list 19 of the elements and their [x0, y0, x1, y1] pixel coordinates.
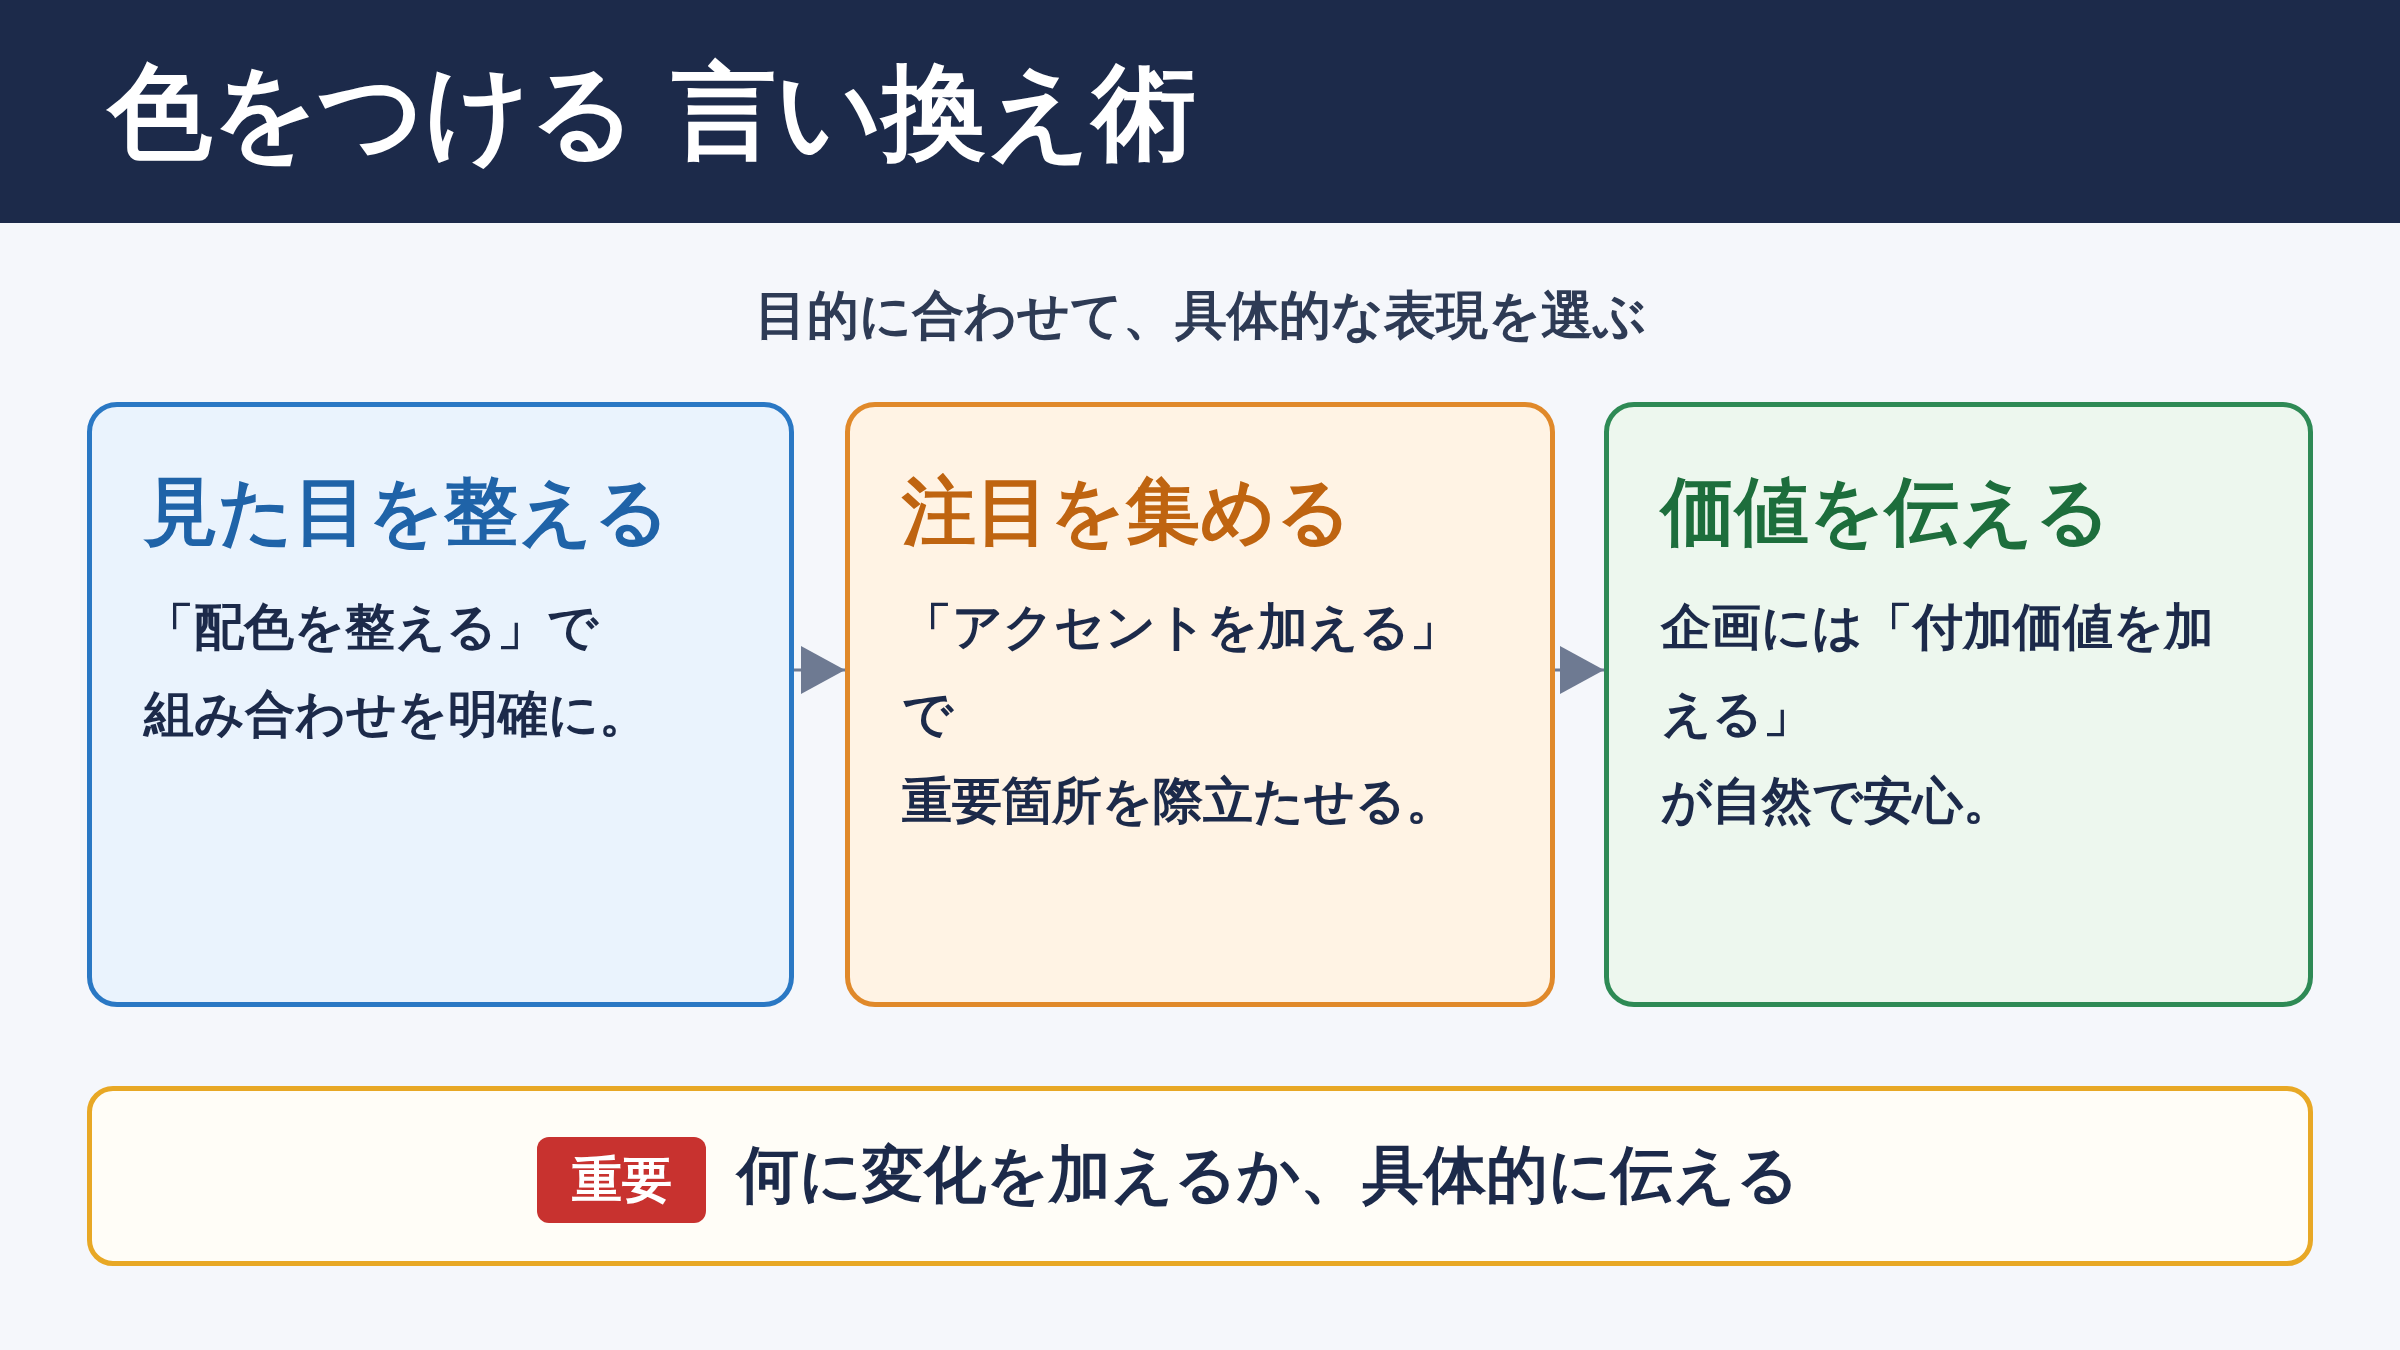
- title: 色をつける 言い換え術: [108, 50, 1197, 175]
- card-text: 「配色を整える」で: [144, 596, 600, 658]
- arrow: [794, 648, 845, 692]
- card-text: 企画には「付加価値を加える」: [1661, 596, 2215, 745]
- note-banner: [87, 1086, 2313, 1266]
- card-text: 組み合わせを明確に。: [144, 683, 650, 745]
- note-text: 何に変化を加えるか、具体的に伝える: [737, 1137, 1799, 1213]
- card-heading: 見た目を整える: [144, 467, 670, 556]
- tag-badge: 重要: [537, 1137, 706, 1223]
- step-card: [845, 402, 1555, 1007]
- step-card: [87, 402, 794, 1007]
- card-text: が自然で安心。: [1661, 770, 2014, 832]
- card-text: 重要箇所を際立たせる。: [902, 770, 1457, 832]
- step-card: [1604, 402, 2313, 1007]
- card-heading: 注目を集める: [902, 467, 1352, 556]
- card-text: 「アクセントを加える」で: [902, 596, 1461, 745]
- card-heading: 価値を伝える: [1661, 467, 2111, 556]
- subtitle: 目的に合わせて、具体的な表現を選ぶ: [753, 284, 1647, 347]
- arrow: [1555, 648, 1604, 692]
